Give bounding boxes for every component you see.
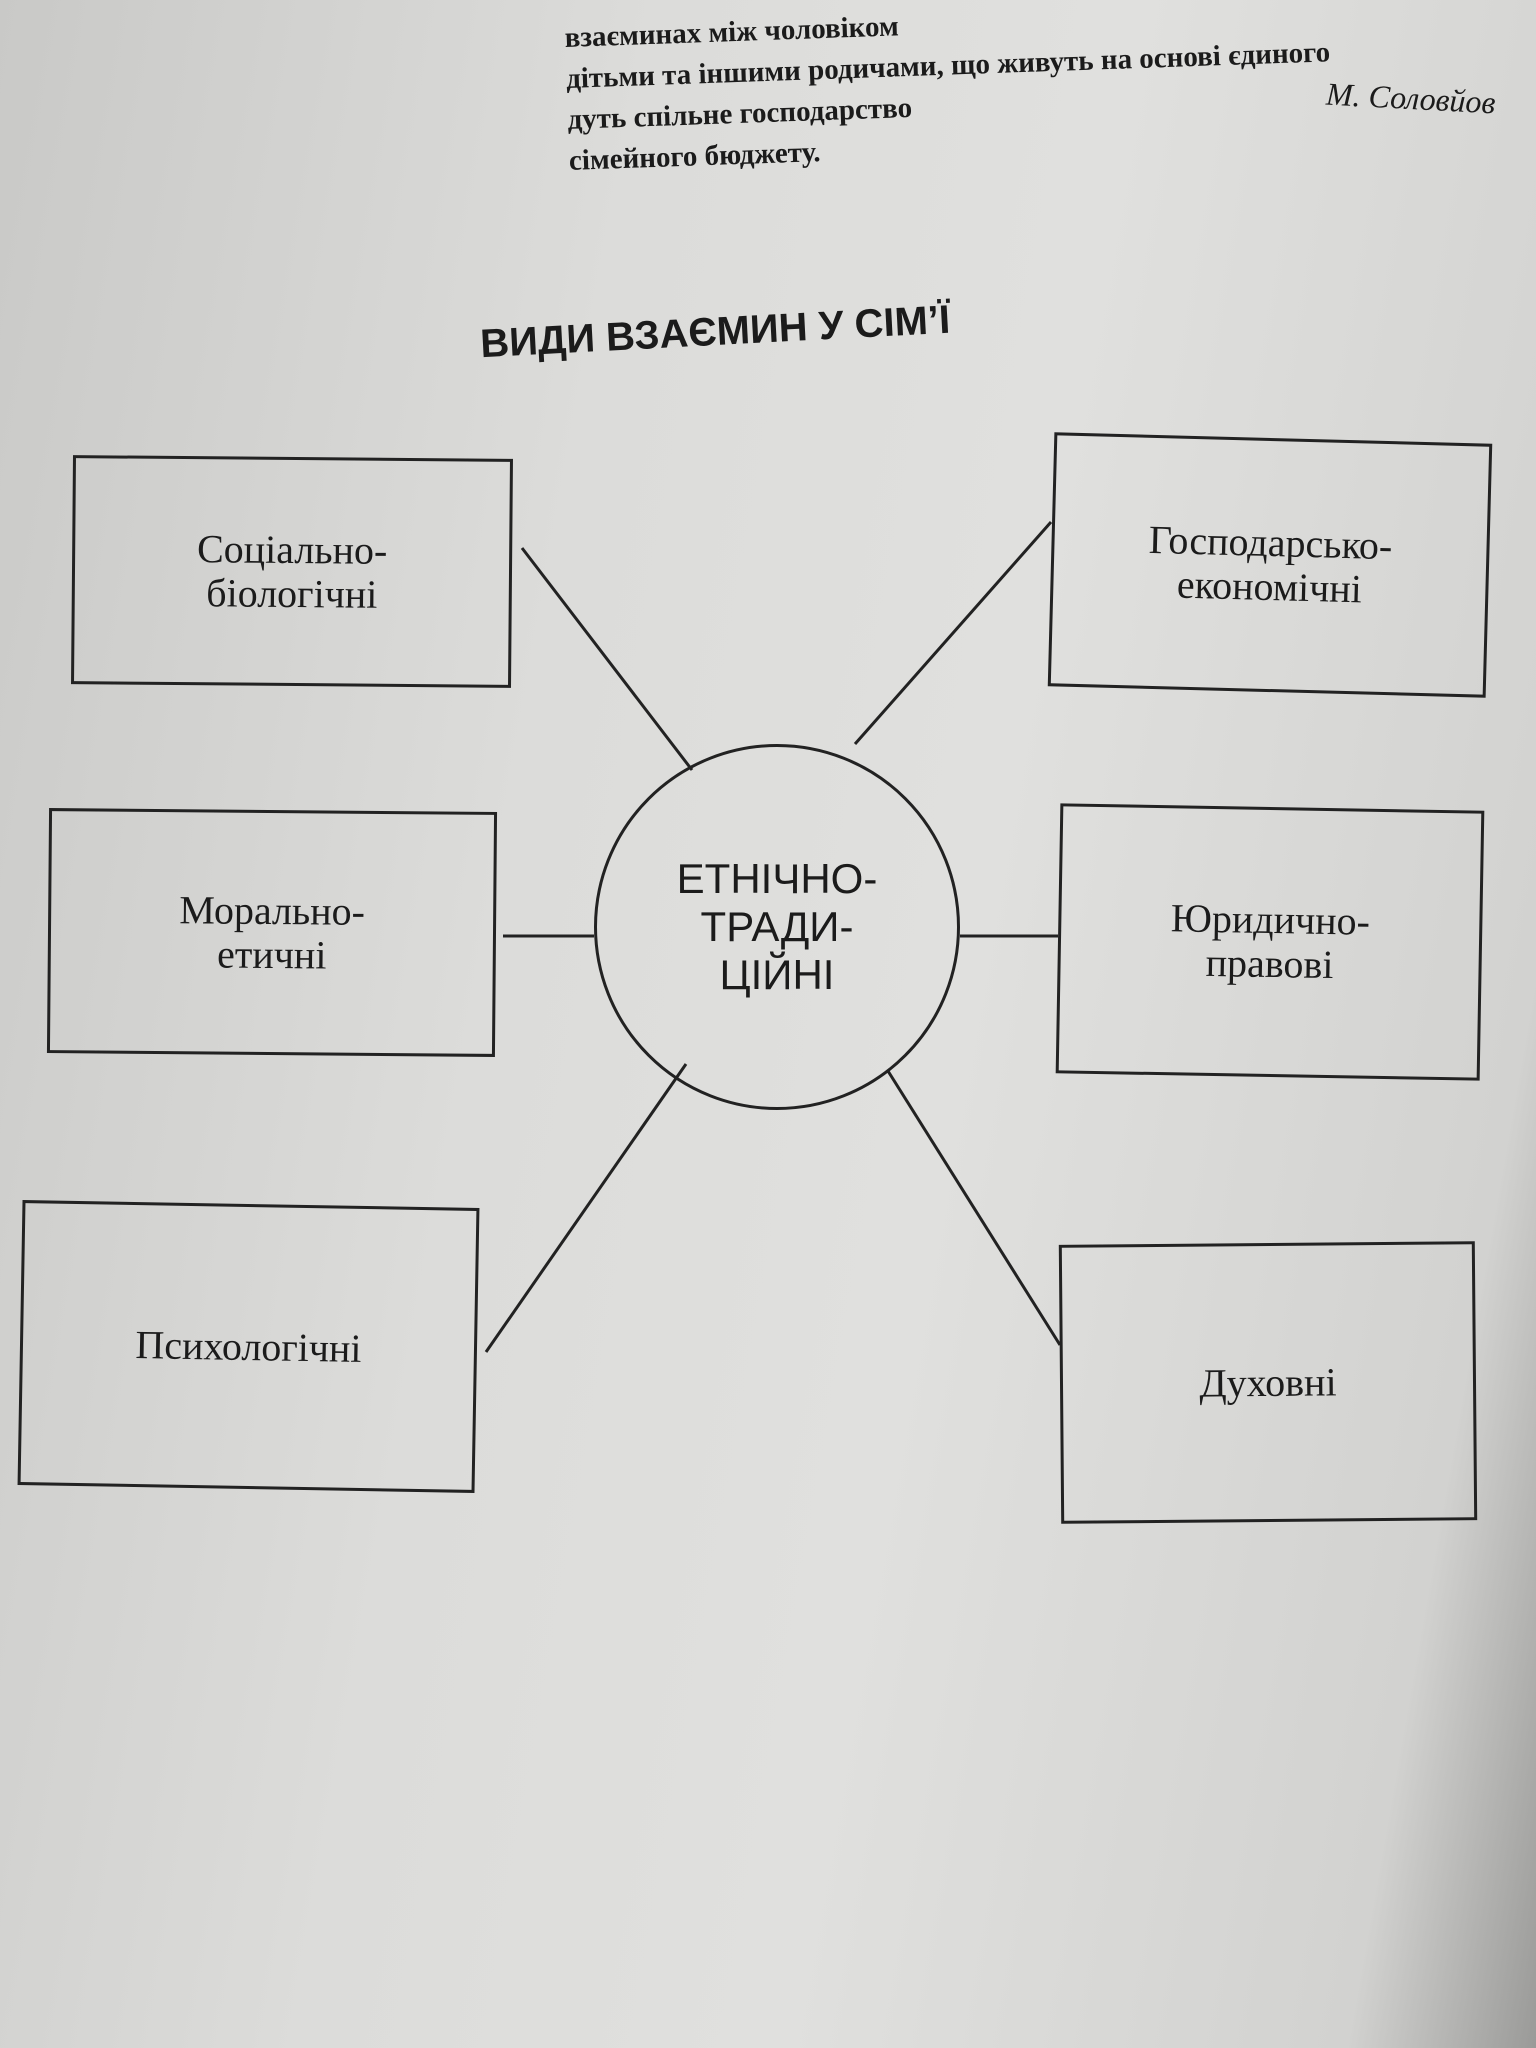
node-label: Юридично-правові [1170, 895, 1371, 988]
connector-line [484, 1063, 688, 1353]
node-moral-ethical: Морально-етичні [46, 808, 498, 1057]
node-label: Духовні [1199, 1358, 1337, 1406]
node-legal: Юридично-правові [1055, 803, 1485, 1081]
node-label: Господарсько-економічні [1148, 516, 1393, 612]
connector-line [886, 1070, 1062, 1346]
node-social-biological: Соціально-біологічні [71, 455, 513, 688]
node-economic: Господарсько-економічні [1047, 432, 1493, 698]
center-node-label: ЕТНІЧНО-ТРАДИ-ЦІЙНІ [676, 855, 878, 998]
node-psychological: Психологічні [17, 1200, 480, 1493]
node-label: Соціально-біологічні [196, 525, 388, 617]
connector-line [520, 547, 694, 771]
node-spiritual: Духовні [1058, 1241, 1478, 1524]
node-label: Психологічні [135, 1321, 362, 1371]
node-label: Морально-етичні [179, 886, 366, 977]
connector-line [853, 521, 1053, 745]
center-node: ЕТНІЧНО-ТРАДИ-ЦІЙНІ [594, 744, 960, 1110]
